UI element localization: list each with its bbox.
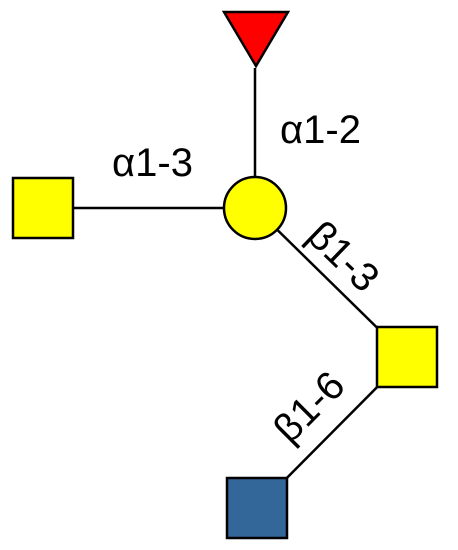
- galnac-square-node-right: [375, 325, 439, 389]
- fucose-triangle-node: [221, 10, 291, 69]
- galnac-square-node-left: [11, 176, 75, 240]
- glcnac-square-node-bottom: [225, 476, 289, 540]
- edge-label-beta1-3: β1-3: [299, 213, 388, 301]
- edge-label-beta1-6: β1-6: [265, 363, 353, 451]
- galactose-circle-node: [222, 175, 288, 241]
- edge-label-alpha1-2: α1-2: [280, 108, 361, 152]
- edge-label-alpha1-3: α1-3: [112, 141, 193, 185]
